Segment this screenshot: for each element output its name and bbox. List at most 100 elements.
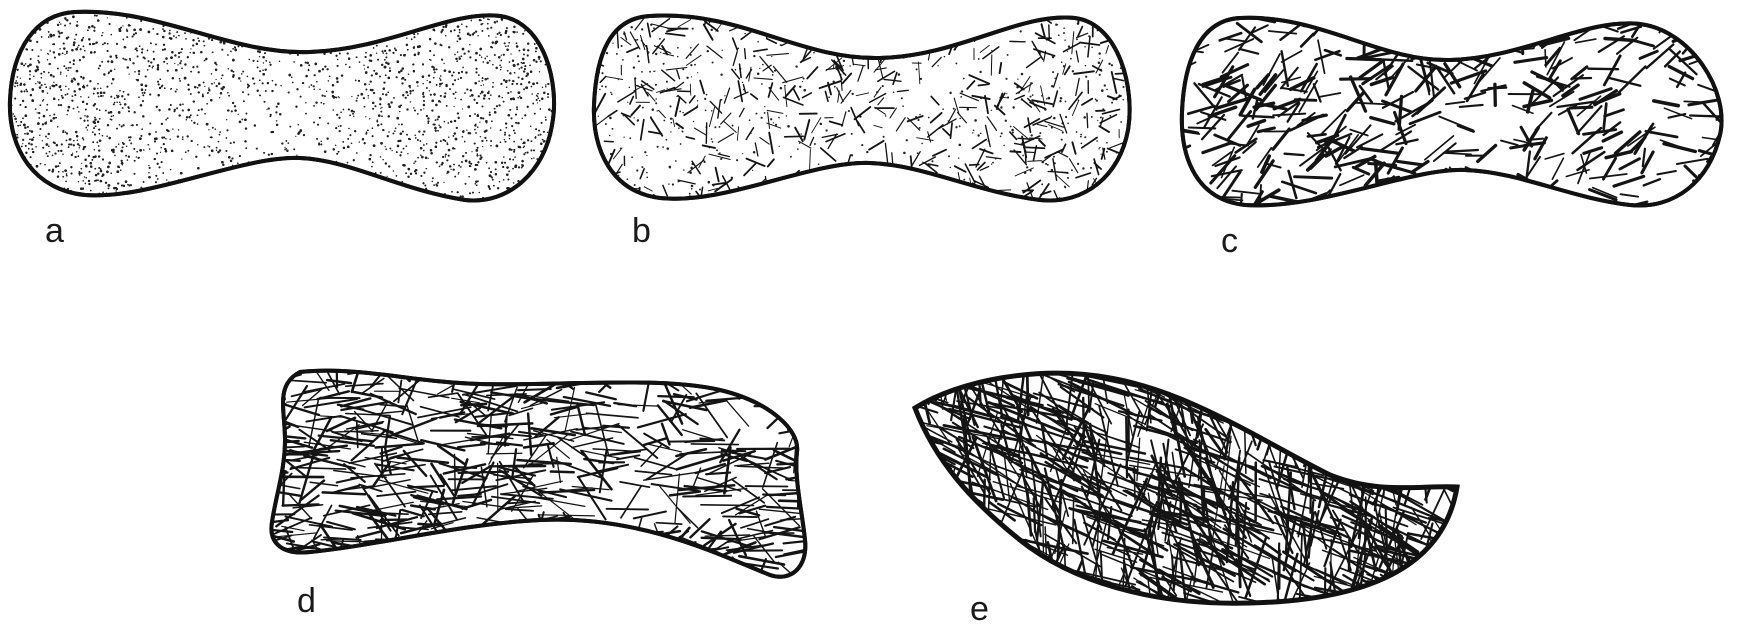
stipple-dot xyxy=(490,145,491,146)
stipple-dot xyxy=(302,31,304,33)
stipple-dot xyxy=(29,139,30,140)
stipple-dot xyxy=(39,135,40,136)
stipple-dot xyxy=(50,120,52,122)
stipple-dot xyxy=(195,156,197,158)
stipple-dot xyxy=(16,82,18,84)
stipple-dot xyxy=(547,93,549,95)
stipple-dot xyxy=(74,38,76,40)
stipple-dot xyxy=(92,141,94,143)
stipple-dot xyxy=(336,77,338,79)
stipple-dot xyxy=(129,58,131,60)
stipple-dot xyxy=(439,126,441,128)
stipple-dot xyxy=(457,117,459,119)
stipple-dot xyxy=(188,198,190,200)
stipple-dot xyxy=(38,55,40,57)
stipple-dot xyxy=(308,45,310,47)
stipple-dot xyxy=(66,204,67,205)
stipple-dot xyxy=(99,139,101,141)
stipple-dot xyxy=(50,88,51,89)
stipple-dot xyxy=(79,5,80,6)
stipple-dot xyxy=(531,140,533,142)
stipple-dot xyxy=(544,175,546,177)
stipple-dot xyxy=(30,58,32,60)
stipple-dot xyxy=(130,125,131,126)
stipple-dot xyxy=(287,142,289,144)
stipple-dot xyxy=(298,9,301,12)
stipple-dot xyxy=(22,143,23,144)
stipple-dot xyxy=(169,30,171,32)
stipple-dot xyxy=(356,176,357,177)
stipple-dot xyxy=(556,108,557,109)
stipple-dot xyxy=(556,171,558,173)
stipple-dot xyxy=(379,103,381,105)
stipple-dot xyxy=(175,4,177,6)
stipple-dot xyxy=(529,185,531,187)
stipple-dot xyxy=(21,191,23,193)
stipple-dot xyxy=(198,109,200,111)
stipple-dot xyxy=(230,22,232,24)
stipple-dot xyxy=(163,61,165,63)
stipple-dot xyxy=(527,49,529,51)
stipple-dot xyxy=(260,203,262,205)
stipple-dot xyxy=(553,164,555,166)
stipple-dot xyxy=(424,13,426,15)
stipple-dot xyxy=(150,192,152,194)
stipple-dot xyxy=(431,15,433,17)
stipple-dot xyxy=(522,118,523,119)
stipple-dot xyxy=(536,191,538,193)
stipple-dot xyxy=(556,12,558,14)
stipple-dot xyxy=(356,11,358,13)
stipple-dot xyxy=(547,96,549,98)
stipple-dot xyxy=(195,193,197,195)
stipple-dot xyxy=(407,17,409,19)
stipple-dot xyxy=(558,58,561,61)
stipple-dot xyxy=(25,145,27,147)
stipple-dot xyxy=(511,83,513,85)
stipple-dot xyxy=(556,197,558,199)
stipple-dot xyxy=(7,199,9,201)
stipple-dot xyxy=(433,124,435,126)
stipple-dot xyxy=(251,188,254,191)
stipple-dot xyxy=(370,195,372,197)
stipple-dot xyxy=(451,191,453,193)
stipple-dot xyxy=(17,69,19,71)
stipple-dot xyxy=(16,203,17,204)
stipple-dot xyxy=(147,50,149,52)
stipple-dot xyxy=(11,55,13,57)
stipple-dot xyxy=(536,99,538,101)
stipple-dot xyxy=(7,149,9,151)
stipple-dot xyxy=(555,68,556,69)
stipple-dot xyxy=(447,122,448,123)
stipple-dot xyxy=(184,63,186,65)
stipple-dot xyxy=(378,114,381,117)
stipple-dot xyxy=(97,179,99,181)
stipple-dot xyxy=(311,84,313,86)
stipple-dot xyxy=(258,20,261,23)
stipple-dot xyxy=(192,190,195,193)
stipple-dot xyxy=(189,7,190,8)
stipple-dot xyxy=(33,7,35,9)
stipple-dot xyxy=(242,199,244,201)
stipple-dot xyxy=(558,9,560,11)
stipple-dot xyxy=(472,13,473,14)
stipple-dot xyxy=(440,75,441,76)
stipple-dot xyxy=(473,12,475,14)
stipple-dot xyxy=(338,151,340,153)
stipple-dot xyxy=(558,198,561,201)
stipple-dot xyxy=(95,179,97,181)
stipple-dot xyxy=(240,174,242,176)
stipple-dot xyxy=(266,27,269,30)
stipple-dot xyxy=(295,175,297,177)
stipple-dot xyxy=(27,178,29,180)
stipple-dot xyxy=(58,104,60,106)
stipple-dot xyxy=(423,100,425,102)
stipple-dot xyxy=(376,53,377,54)
stipple-dot xyxy=(405,91,407,93)
stipple-dot xyxy=(29,78,31,80)
stipple-dot xyxy=(206,123,209,126)
stipple-dot xyxy=(362,138,364,140)
stipple-dot xyxy=(554,7,556,9)
stipple-dot xyxy=(192,44,194,46)
stipple-dot xyxy=(41,84,43,86)
stipple-dot xyxy=(244,10,246,12)
